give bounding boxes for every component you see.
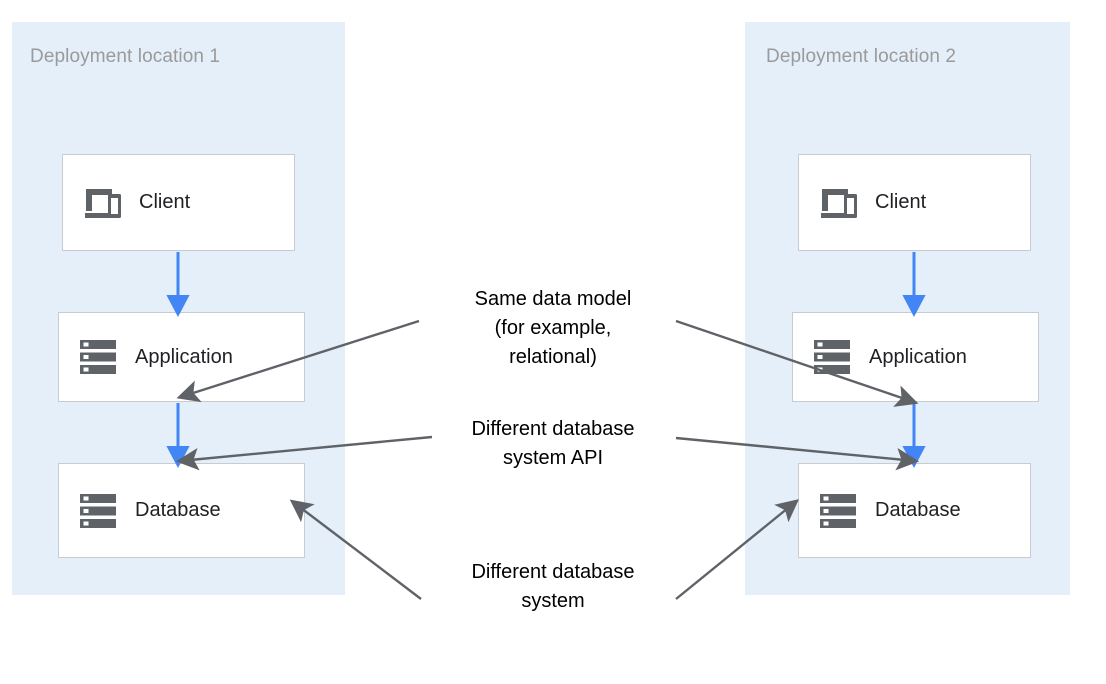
node-database-1[interactable]: Database <box>58 463 305 558</box>
server-stack-icon <box>811 335 855 379</box>
deployment-zone-1-title: Deployment location 1 <box>30 46 221 67</box>
node-client-1[interactable]: Client <box>62 154 295 251</box>
devices-icon <box>817 181 861 225</box>
server-stack-icon <box>817 489 861 533</box>
deployment-zone-2-title: Deployment location 2 <box>766 46 957 67</box>
node-database-1-label: Database <box>135 499 221 521</box>
node-application-1-label: Application <box>135 345 233 368</box>
devices-icon <box>81 181 125 225</box>
node-application-2-label: Application <box>869 345 967 368</box>
node-client-1-label: Client <box>139 191 191 213</box>
node-application-2[interactable]: Application <box>792 312 1039 402</box>
node-application-1[interactable]: Application <box>58 312 305 402</box>
annotation-same-data-model: Same data model (for example, relational… <box>474 288 632 368</box>
node-client-2-label: Client <box>875 191 927 213</box>
node-database-2-label: Database <box>875 499 961 521</box>
server-stack-icon <box>77 335 121 379</box>
annotation-different-database-system: Different database system <box>471 561 635 612</box>
node-database-2[interactable]: Database <box>798 463 1031 558</box>
annotation-different-database-system-api: Different database system API <box>471 418 635 469</box>
node-client-2[interactable]: Client <box>798 154 1031 251</box>
server-stack-icon <box>77 489 121 533</box>
